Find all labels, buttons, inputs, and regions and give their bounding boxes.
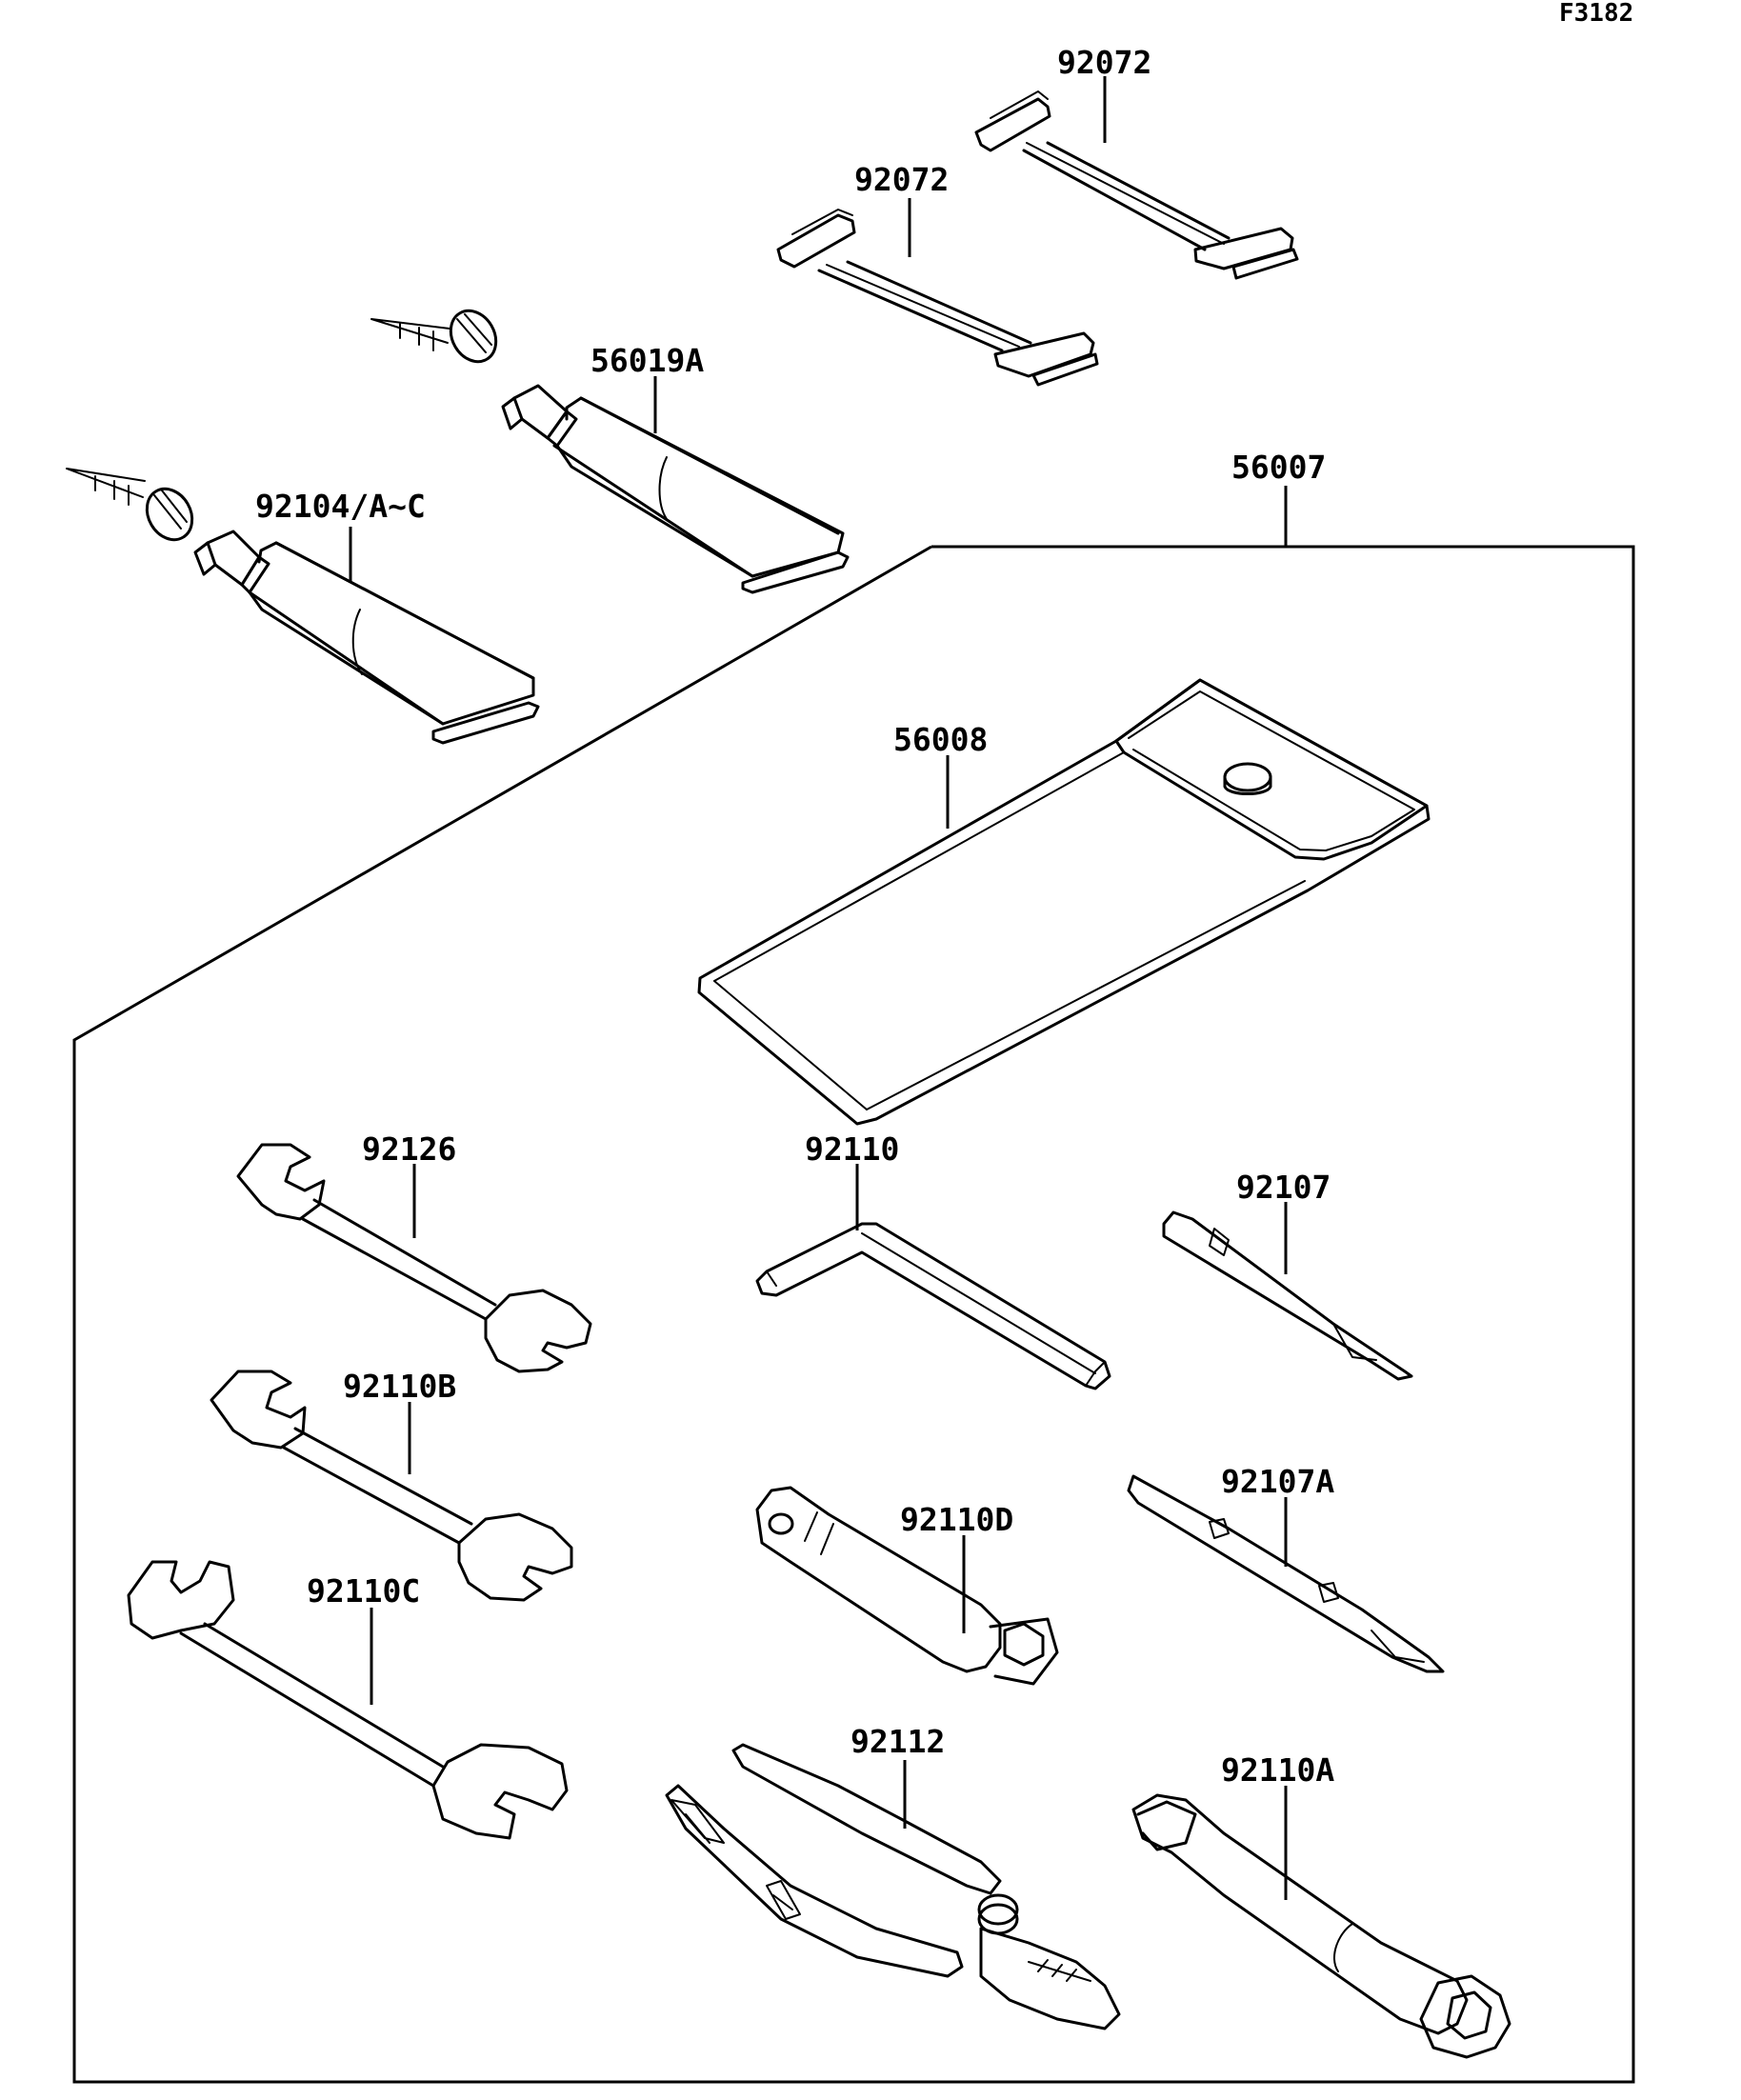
pliers-drawing	[665, 1743, 1121, 2030]
strap-lower-label: 92072	[854, 161, 949, 198]
wrench-2-drawing	[210, 1370, 573, 1602]
socket-wrench-small-label: 92110D	[900, 1501, 1013, 1538]
tube-lower-drawing	[66, 468, 540, 745]
wrench-1-drawing	[236, 1143, 592, 1373]
tool-kit-label: 56007	[1231, 449, 1326, 486]
strap-upper-label: 92072	[1057, 44, 1151, 81]
hex-key-label: 92110	[805, 1130, 899, 1168]
screwdriver-shaft-label: 92107A	[1221, 1463, 1334, 1500]
wrench-3-label: 92110C	[307, 1572, 420, 1610]
pliers-label: 92112	[850, 1723, 945, 1760]
wrench-3-drawing	[127, 1560, 569, 1840]
spark-plug-wrench-drawing	[1131, 1793, 1511, 2059]
tool-bag-label: 56008	[893, 721, 988, 758]
tool-bag-drawing	[697, 678, 1431, 1126]
socket-wrench-small-drawing	[755, 1486, 1059, 1686]
figure-code: F3182	[1559, 0, 1633, 28]
tube-upper-label: 56019A	[590, 342, 704, 379]
tool-kit-frame	[72, 545, 1635, 2084]
wrench-2-label: 92110B	[343, 1368, 456, 1405]
screwdriver-shaft-drawing	[1127, 1474, 1445, 1673]
strap-lower-drawing	[776, 209, 1099, 387]
tube-lower-label: 92104/A~C	[255, 488, 426, 525]
screwdriver-bit-drawing	[1162, 1210, 1413, 1381]
hex-key-drawing	[755, 1222, 1111, 1390]
tube-upper-drawing	[370, 309, 850, 594]
spark-plug-wrench-label: 92110A	[1221, 1751, 1334, 1789]
screwdriver-bit-label: 92107	[1236, 1169, 1331, 1206]
strap-upper-drawing	[974, 90, 1299, 280]
wrench-1-label: 92126	[362, 1130, 456, 1168]
